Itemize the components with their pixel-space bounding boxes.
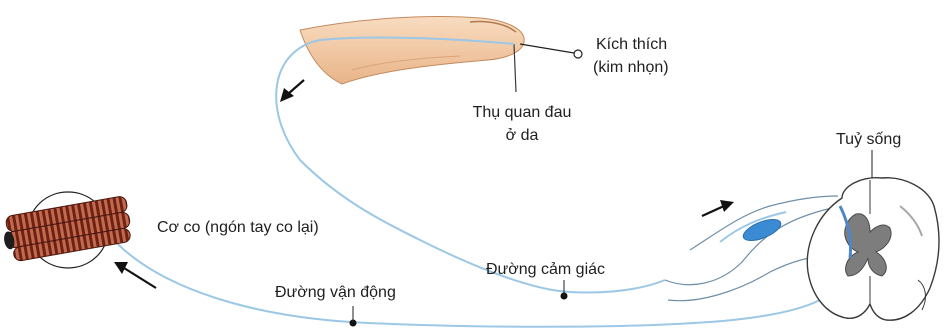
arrow-icon-sensory-right: [702, 200, 734, 216]
spinal-cord-label: Tuỷ sống: [836, 130, 901, 150]
muscle-label: Cơ co (ngón tay co lại): [157, 218, 319, 238]
receptor-label-line2: ở da: [452, 126, 592, 146]
contracted-muscle: [0, 192, 133, 268]
receptor-label-line1: Thụ quan đau: [452, 103, 592, 123]
motor-path-label: Đường vận động: [275, 283, 396, 303]
finger-illustration: [300, 17, 524, 85]
arrow-icon-sensory-top: [280, 80, 304, 102]
stimulus-label-line2: (kim nhọn): [593, 58, 669, 78]
needle-stimulus: [520, 44, 582, 58]
sensory-path-label: Đường cảm giác: [486, 260, 605, 280]
arrow-icon-motor: [114, 262, 156, 288]
spinal-cord-section: [807, 178, 939, 320]
stimulus-label-line1: Kích thích: [596, 35, 667, 55]
